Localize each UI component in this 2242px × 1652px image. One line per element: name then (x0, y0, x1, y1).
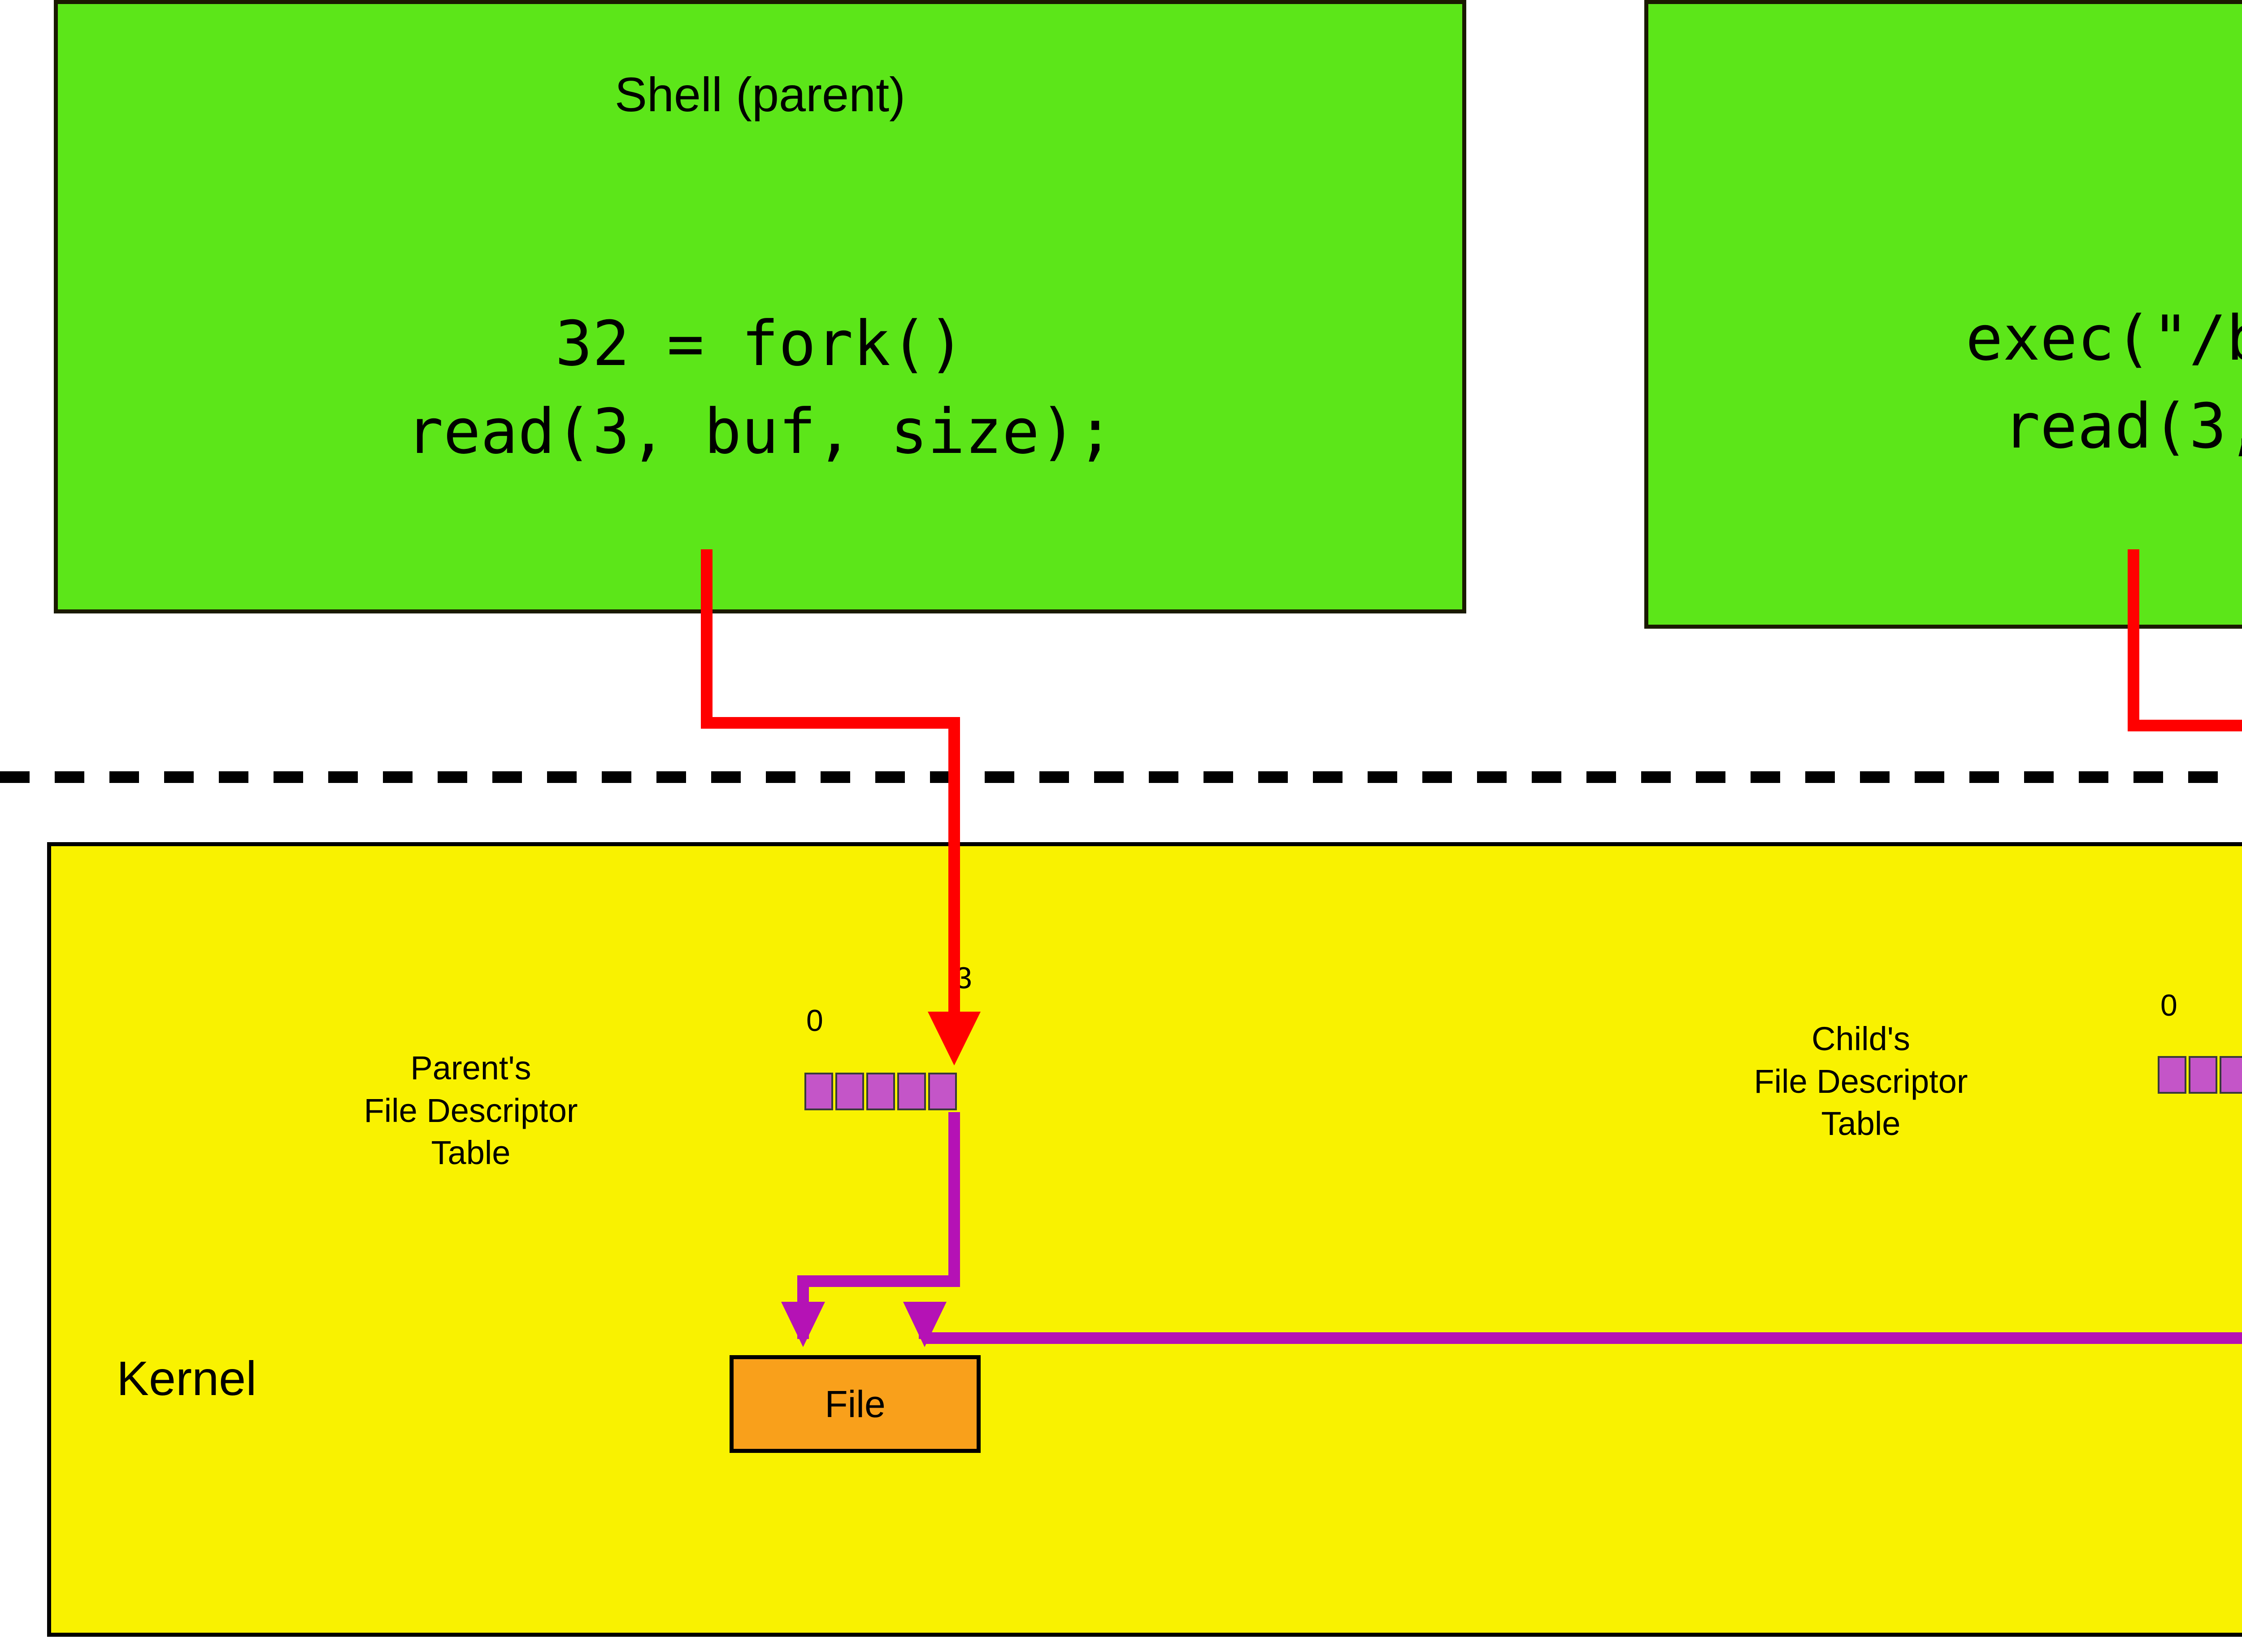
child-fd-to-file-pointer (919, 1332, 2242, 1344)
parent-process-code: 32 = fork() read(3, buf, size); (406, 308, 1114, 468)
parent-fd-to-file-arrowhead (781, 1302, 825, 1347)
child-process-code: exec("/bin/wc", argv) read(3, buf, size)… (1965, 302, 2242, 462)
child-process-box: wc -l exec("/bin/wc", argv) read(3, buf,… (1644, 0, 2242, 629)
file-object-label: File (825, 1383, 886, 1425)
child-fd-table-caption: Child's File Descriptor Table (1754, 1020, 1968, 1143)
fd-cell[interactable] (835, 1073, 864, 1110)
parent-read-syscall-arrowhead (928, 1012, 981, 1065)
fd-cell[interactable] (866, 1073, 895, 1110)
child-fd-table (2158, 1056, 2242, 1094)
fd-cell[interactable] (2189, 1056, 2217, 1094)
fd-cell[interactable] (804, 1073, 833, 1110)
parent-process-title: Shell (parent) (614, 67, 906, 122)
parent-fd-table-caption: Parent's File Descriptor Table (364, 1049, 578, 1172)
fd-cell[interactable] (2220, 1056, 2242, 1094)
parent-fd-index-0-label: 0 (806, 1004, 823, 1038)
child-fd-to-file-arrowhead (903, 1302, 947, 1347)
parent-fd-table (804, 1073, 957, 1110)
fd-cell[interactable] (928, 1073, 957, 1110)
fd-cell[interactable] (2158, 1056, 2186, 1094)
parent-process-box: Shell (parent) 32 = fork() read(3, buf, … (54, 0, 1466, 613)
fd-cell[interactable] (897, 1073, 926, 1110)
child-fd-index-0-label: 0 (2160, 988, 2177, 1022)
file-object-box[interactable]: File (730, 1355, 981, 1453)
kernel-box (47, 842, 2242, 1637)
kernel-label: Kernel (117, 1351, 257, 1405)
child-read-syscall-arrow (2128, 549, 2242, 731)
parent-read-syscall-arrow (701, 549, 960, 1031)
